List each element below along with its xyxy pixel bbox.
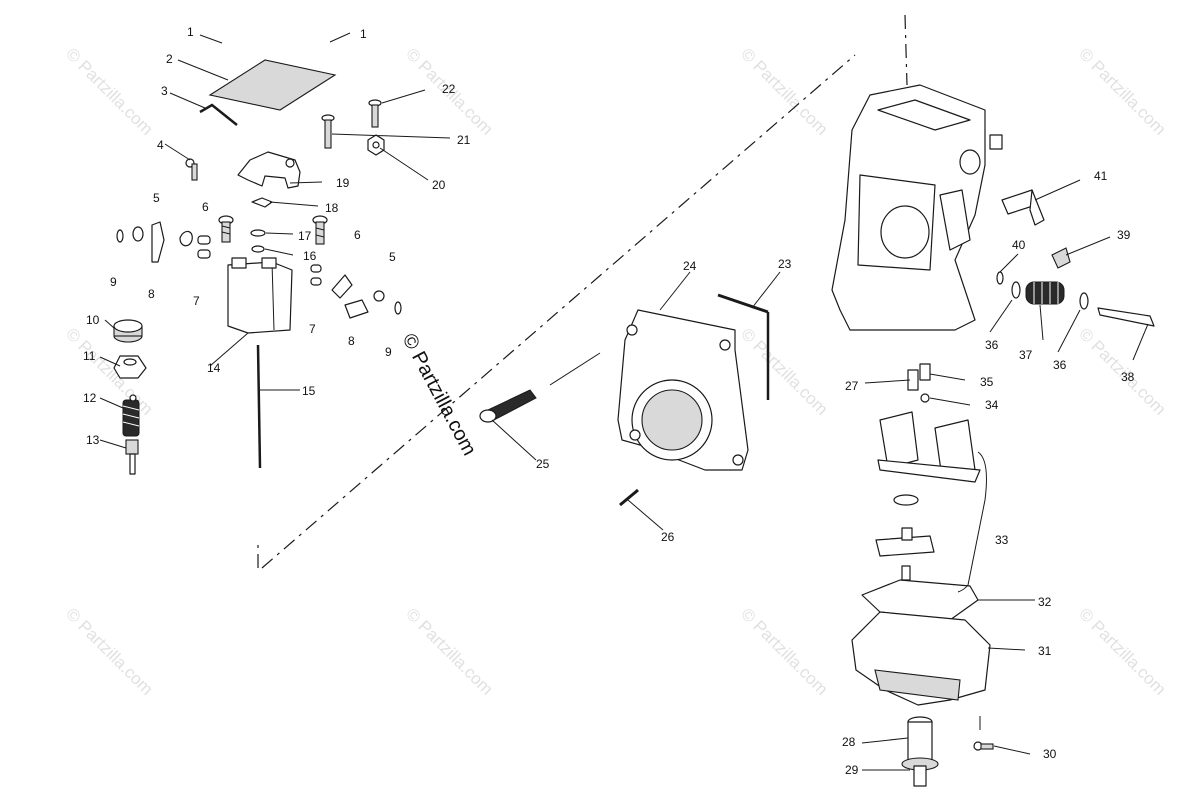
screw-part-38: [1097, 307, 1155, 327]
watermark-layer: © Partzilla.com © Partzilla.com © Partzill…: [62, 44, 1169, 698]
bracket-33: [957, 451, 987, 593]
callout-label: 36: [985, 338, 999, 352]
callout-label: 8: [148, 287, 155, 301]
watermark: © Partzilla.com: [62, 604, 156, 698]
washer-part-40: [996, 271, 1004, 285]
bar-part-23: [717, 293, 769, 314]
callout-label: 39: [1117, 228, 1131, 242]
screw-part-25: [479, 389, 537, 423]
washer-part-36b: [1079, 292, 1089, 310]
callout-label: 13: [86, 433, 100, 447]
small-parts-right-group: [310, 264, 402, 319]
screw-part-22: [368, 99, 382, 128]
spring-part-37: [1025, 281, 1065, 305]
watermark: © Partzilla.com: [62, 44, 156, 138]
callout-label: 3: [161, 84, 168, 98]
callout-label: 10: [86, 313, 100, 327]
callout-label: 16: [303, 249, 317, 263]
washer-part-16: [251, 245, 265, 253]
callout-label: 6: [354, 228, 361, 242]
callout-label: 21: [457, 133, 471, 147]
screw-part-21: [321, 114, 335, 149]
callout-labels: 1 1 2 3 4 5 6 7 8 9 10 11 12 13 14 15 16…: [83, 25, 1135, 777]
adapter-flange-part-24: [617, 309, 749, 471]
cap-part-10: [113, 319, 143, 343]
callout-label: 5: [389, 250, 396, 264]
cover-plate-part-2: [208, 59, 337, 111]
fitting-part-41: [1001, 189, 1045, 226]
nut-part-20: [367, 134, 385, 156]
watermark: © Partzilla.com: [737, 324, 831, 418]
plunger-part-13: [125, 439, 139, 475]
screw-part-1a: [218, 215, 234, 243]
callout-label: 26: [661, 530, 675, 544]
watermark: © Partzilla.com: [737, 44, 831, 138]
callout-label: 8: [348, 334, 355, 348]
callout-label: 37: [1019, 348, 1033, 362]
callout-label: 27: [845, 379, 859, 393]
jets-part-27-35: [907, 363, 931, 403]
callout-label: 33: [995, 533, 1009, 547]
watermark: © Partzilla.com: [402, 604, 496, 698]
screw-part-30: [973, 716, 994, 751]
callout-label: 17: [298, 229, 312, 243]
nut-part-11: [113, 355, 147, 379]
callout-label: 6: [202, 200, 209, 214]
callout-label: 28: [842, 735, 856, 749]
callout-label: 40: [1012, 238, 1026, 252]
callout-label: 22: [442, 82, 456, 96]
jet-needle-part-15: [256, 344, 262, 469]
watermark: © Partzilla.com: [1075, 604, 1169, 698]
float-assembly-part-33: [875, 411, 981, 557]
callout-label: 4: [157, 138, 164, 152]
callout-label: 20: [432, 178, 446, 192]
leader-lines: [99, 32, 1149, 771]
callout-label: 36: [1053, 358, 1067, 372]
callout-label: 29: [845, 763, 859, 777]
callout-label: 1: [360, 27, 367, 41]
watermark: © Partzilla.com: [737, 604, 831, 698]
callout-label: 35: [980, 375, 994, 389]
cap-part-39: [1051, 247, 1071, 269]
callout-label: 9: [110, 275, 117, 289]
washer-part-36a: [1011, 281, 1021, 299]
callout-label: 31: [1038, 644, 1052, 658]
callout-label: 5: [153, 191, 160, 205]
callout-label: 12: [83, 391, 97, 405]
float-bowl-part-31: [851, 611, 991, 706]
callout-label: 15: [302, 384, 316, 398]
callout-label: 19: [336, 176, 350, 190]
clip-part-18: [251, 197, 273, 208]
callout-label: 24: [683, 259, 697, 273]
callout-label: 32: [1038, 595, 1052, 609]
screw-part-1b: [312, 215, 328, 245]
bracket-part-19: [237, 151, 301, 189]
callout-label: 34: [985, 398, 999, 412]
callout-label: 9: [385, 345, 392, 359]
callout-label: 38: [1121, 370, 1135, 384]
spring-part-12: [122, 394, 140, 437]
callout-label: 14: [207, 361, 221, 375]
callout-label: 2: [166, 52, 173, 66]
drain-fitting-part-28-29: [901, 716, 939, 787]
callout-label: 7: [193, 294, 200, 308]
callout-label: 23: [778, 257, 792, 271]
callout-label: 7: [309, 322, 316, 336]
e-clip-part-17: [250, 229, 266, 237]
callout-label: 30: [1043, 747, 1057, 761]
callout-label: 41: [1094, 169, 1108, 183]
assembly-center-line: [257, 14, 908, 569]
pin-part-26: [619, 488, 639, 507]
gasket-part-3: [199, 103, 238, 126]
small-parts-left-group: [116, 221, 211, 263]
carburetor-body: [831, 84, 1003, 331]
screw-part-4: [185, 158, 198, 181]
callout-label: 11: [83, 349, 96, 363]
callout-label: 18: [325, 201, 339, 215]
callout-label: 25: [536, 457, 550, 471]
throttle-slide-part-14: [227, 257, 293, 334]
watermark: © Partzilla.com: [1075, 44, 1169, 138]
callout-label: 1: [187, 25, 194, 39]
